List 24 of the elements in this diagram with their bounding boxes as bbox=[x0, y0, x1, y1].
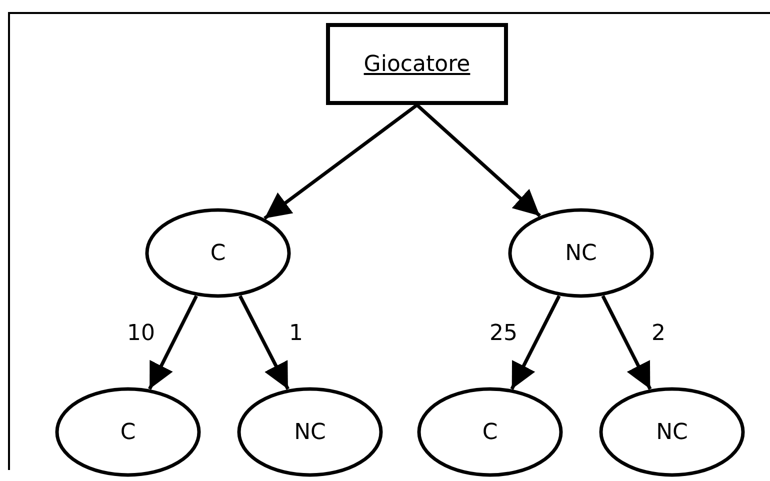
arrow bbox=[148, 295, 198, 390]
edge-label: 2 bbox=[650, 320, 666, 346]
arrow bbox=[601, 295, 652, 390]
node-label: NC bbox=[565, 240, 597, 266]
node-label: C bbox=[120, 420, 136, 444]
edge-label: 1 bbox=[288, 320, 304, 346]
arrow bbox=[264, 104, 418, 220]
edge-label: 10 bbox=[126, 320, 156, 346]
node-label: Giocatore bbox=[364, 52, 470, 76]
node-label: NC bbox=[294, 420, 326, 444]
state-ellipse bbox=[417, 387, 563, 477]
edge-label: 25 bbox=[488, 320, 518, 346]
arrow bbox=[510, 295, 561, 390]
state-ellipse bbox=[145, 208, 291, 298]
node-label: NC bbox=[656, 420, 688, 444]
state-ellipse bbox=[599, 387, 745, 477]
entity-box bbox=[326, 23, 508, 105]
arrow bbox=[238, 295, 290, 390]
state-ellipse bbox=[237, 387, 383, 477]
state-ellipse bbox=[55, 387, 201, 477]
state-ellipse bbox=[508, 208, 654, 298]
node-label: C bbox=[482, 420, 498, 444]
node-label: C bbox=[210, 240, 226, 266]
arrow bbox=[416, 104, 541, 218]
